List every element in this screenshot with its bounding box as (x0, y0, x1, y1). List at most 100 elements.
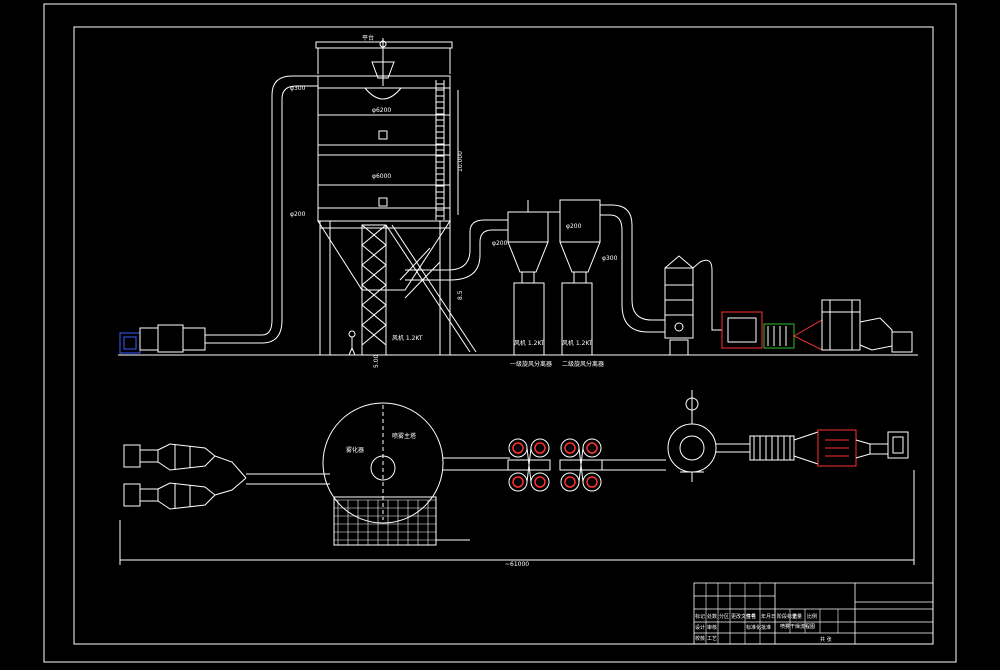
tb-cell: 工艺 (707, 636, 717, 642)
tb-cell: 签名 (746, 613, 756, 620)
label-fan-3: 风机 1.2KT (562, 339, 593, 347)
tb-cell: 分区 (719, 613, 729, 620)
label-fan-2: 风机 1.2KT (514, 339, 545, 347)
label-dim-upper: φ6200 (372, 107, 391, 114)
plan-scrubber (667, 390, 717, 482)
label-overall-dim: ~61000 (505, 561, 529, 568)
cyclone-ring (560, 472, 580, 492)
tb-cell: 标记 (695, 613, 705, 620)
cyclone-ring (582, 472, 602, 492)
cyclone-ring (530, 438, 550, 458)
tb-cell: 设计 (695, 624, 705, 631)
plan-cyclone-groups (507, 438, 603, 492)
label-duct-3: φ300 (602, 255, 618, 262)
plan-labels: 喷雾主塔 雾化器 ~61000 (346, 432, 529, 568)
tower-top-platform (315, 41, 453, 49)
cyclone-ring (582, 438, 602, 458)
riser-duct-inner (261, 85, 318, 344)
atomizer-head (371, 61, 395, 79)
heater-box-2 (157, 324, 184, 353)
cyclone-ring (530, 472, 550, 492)
outer-frame (43, 3, 957, 663)
label-dim-left-2: φ300 (290, 85, 306, 92)
cyclone-ring (508, 438, 528, 458)
cyclone-2 (548, 199, 601, 356)
cyclone-ring (508, 472, 528, 492)
label-height: 10.000 (457, 151, 464, 172)
stair-stringer-1 (385, 224, 471, 353)
tb-cell: 更改文件号 (731, 613, 756, 620)
plan-merge-duct-lower (214, 477, 247, 496)
elevation-view (118, 38, 918, 356)
label-height-lower: 8.5 (457, 290, 464, 300)
label-ground: 5.00 (373, 354, 380, 368)
plan-view (119, 390, 915, 565)
operator-figure (348, 330, 356, 356)
scrubber-duct-inner (600, 214, 665, 333)
cyclone-core (512, 442, 524, 454)
stair-stringer-2 (391, 224, 477, 353)
heater-box-1 (139, 327, 159, 351)
plan-heater-lower (123, 482, 216, 510)
label-cyclone-1: 一级旋风分离器 (510, 360, 552, 368)
drawing-title: 喷雾干燥流程图 (780, 623, 815, 630)
tb-cell: 重量 (792, 613, 802, 620)
cyclone-core (586, 476, 598, 488)
label-duct-2: φ200 (566, 223, 582, 230)
ladder-rungs (436, 83, 444, 217)
tb-cell: 年月日 (761, 613, 776, 620)
cyclone-core (512, 476, 524, 488)
blower-core (123, 336, 137, 350)
sheet-label: 共 张 (820, 636, 832, 643)
manhole-1 (378, 130, 388, 140)
tb-cell: 批准 (761, 624, 771, 631)
tb-cell: 校核 (695, 635, 705, 642)
label-atomizer: 雾化器 (346, 446, 364, 454)
plan-foundation (333, 496, 437, 546)
cyclone-core (564, 476, 576, 488)
cyclone-ring (560, 438, 580, 458)
cyclone-duct-inner (405, 229, 508, 281)
lattice-bracing (361, 224, 387, 346)
riser-duct-outer (261, 75, 318, 336)
title-block-text: 喷雾干燥流程图 共 张 标记处数分区更改文件号签名年月日设计校核审核工艺 标准化批… (695, 613, 832, 643)
tower-body (317, 75, 451, 222)
plan-heater-upper (123, 443, 216, 471)
manhole-2 (378, 197, 388, 207)
plan-foundation-grid (333, 496, 470, 546)
elevation-labels: 平台 φ6200 φ6000 10.000 8.5 φ200 φ300 φ200… (290, 34, 618, 368)
label-tower: 喷雾主塔 (392, 432, 416, 440)
atomizer-motor (379, 40, 387, 48)
title-block (693, 582, 934, 645)
tower-cone (317, 220, 451, 291)
inlet-blower (119, 324, 262, 354)
exhaust-treatment-units (721, 299, 913, 353)
label-cyclone-2: 二级旋风分离器 (562, 360, 604, 368)
cyclone-core (586, 442, 598, 454)
blower-motor (119, 332, 141, 354)
cyclone-manifold-1 (507, 459, 551, 471)
tb-cell: 标准化 (746, 624, 761, 631)
label-duct-1: φ200 (492, 240, 508, 247)
tb-cell: 比例 (807, 613, 817, 620)
cyclone-core (534, 442, 546, 454)
lattice-tower (361, 224, 387, 356)
cyclone-duct-outer (405, 219, 508, 271)
tb-cell: 阶段标记 (777, 613, 797, 620)
plan-merge-duct-upper (214, 455, 247, 479)
plan-exchanger (749, 429, 909, 467)
cyclone-1 (507, 200, 549, 356)
tb-cell: 处数 (707, 613, 717, 620)
inner-frame (73, 26, 934, 645)
heater-box-3 (182, 327, 206, 351)
cyclone-core (534, 476, 546, 488)
label-dim-left-1: φ200 (290, 211, 306, 218)
plan-tower-outer (322, 402, 444, 524)
label-top-platform: 平台 (362, 34, 374, 42)
scrubber-duct-outer (600, 204, 665, 321)
cyclone-core (564, 442, 576, 454)
label-fan-1: 风机 1.2KT (392, 334, 423, 342)
tb-cell: 审核 (707, 624, 717, 631)
